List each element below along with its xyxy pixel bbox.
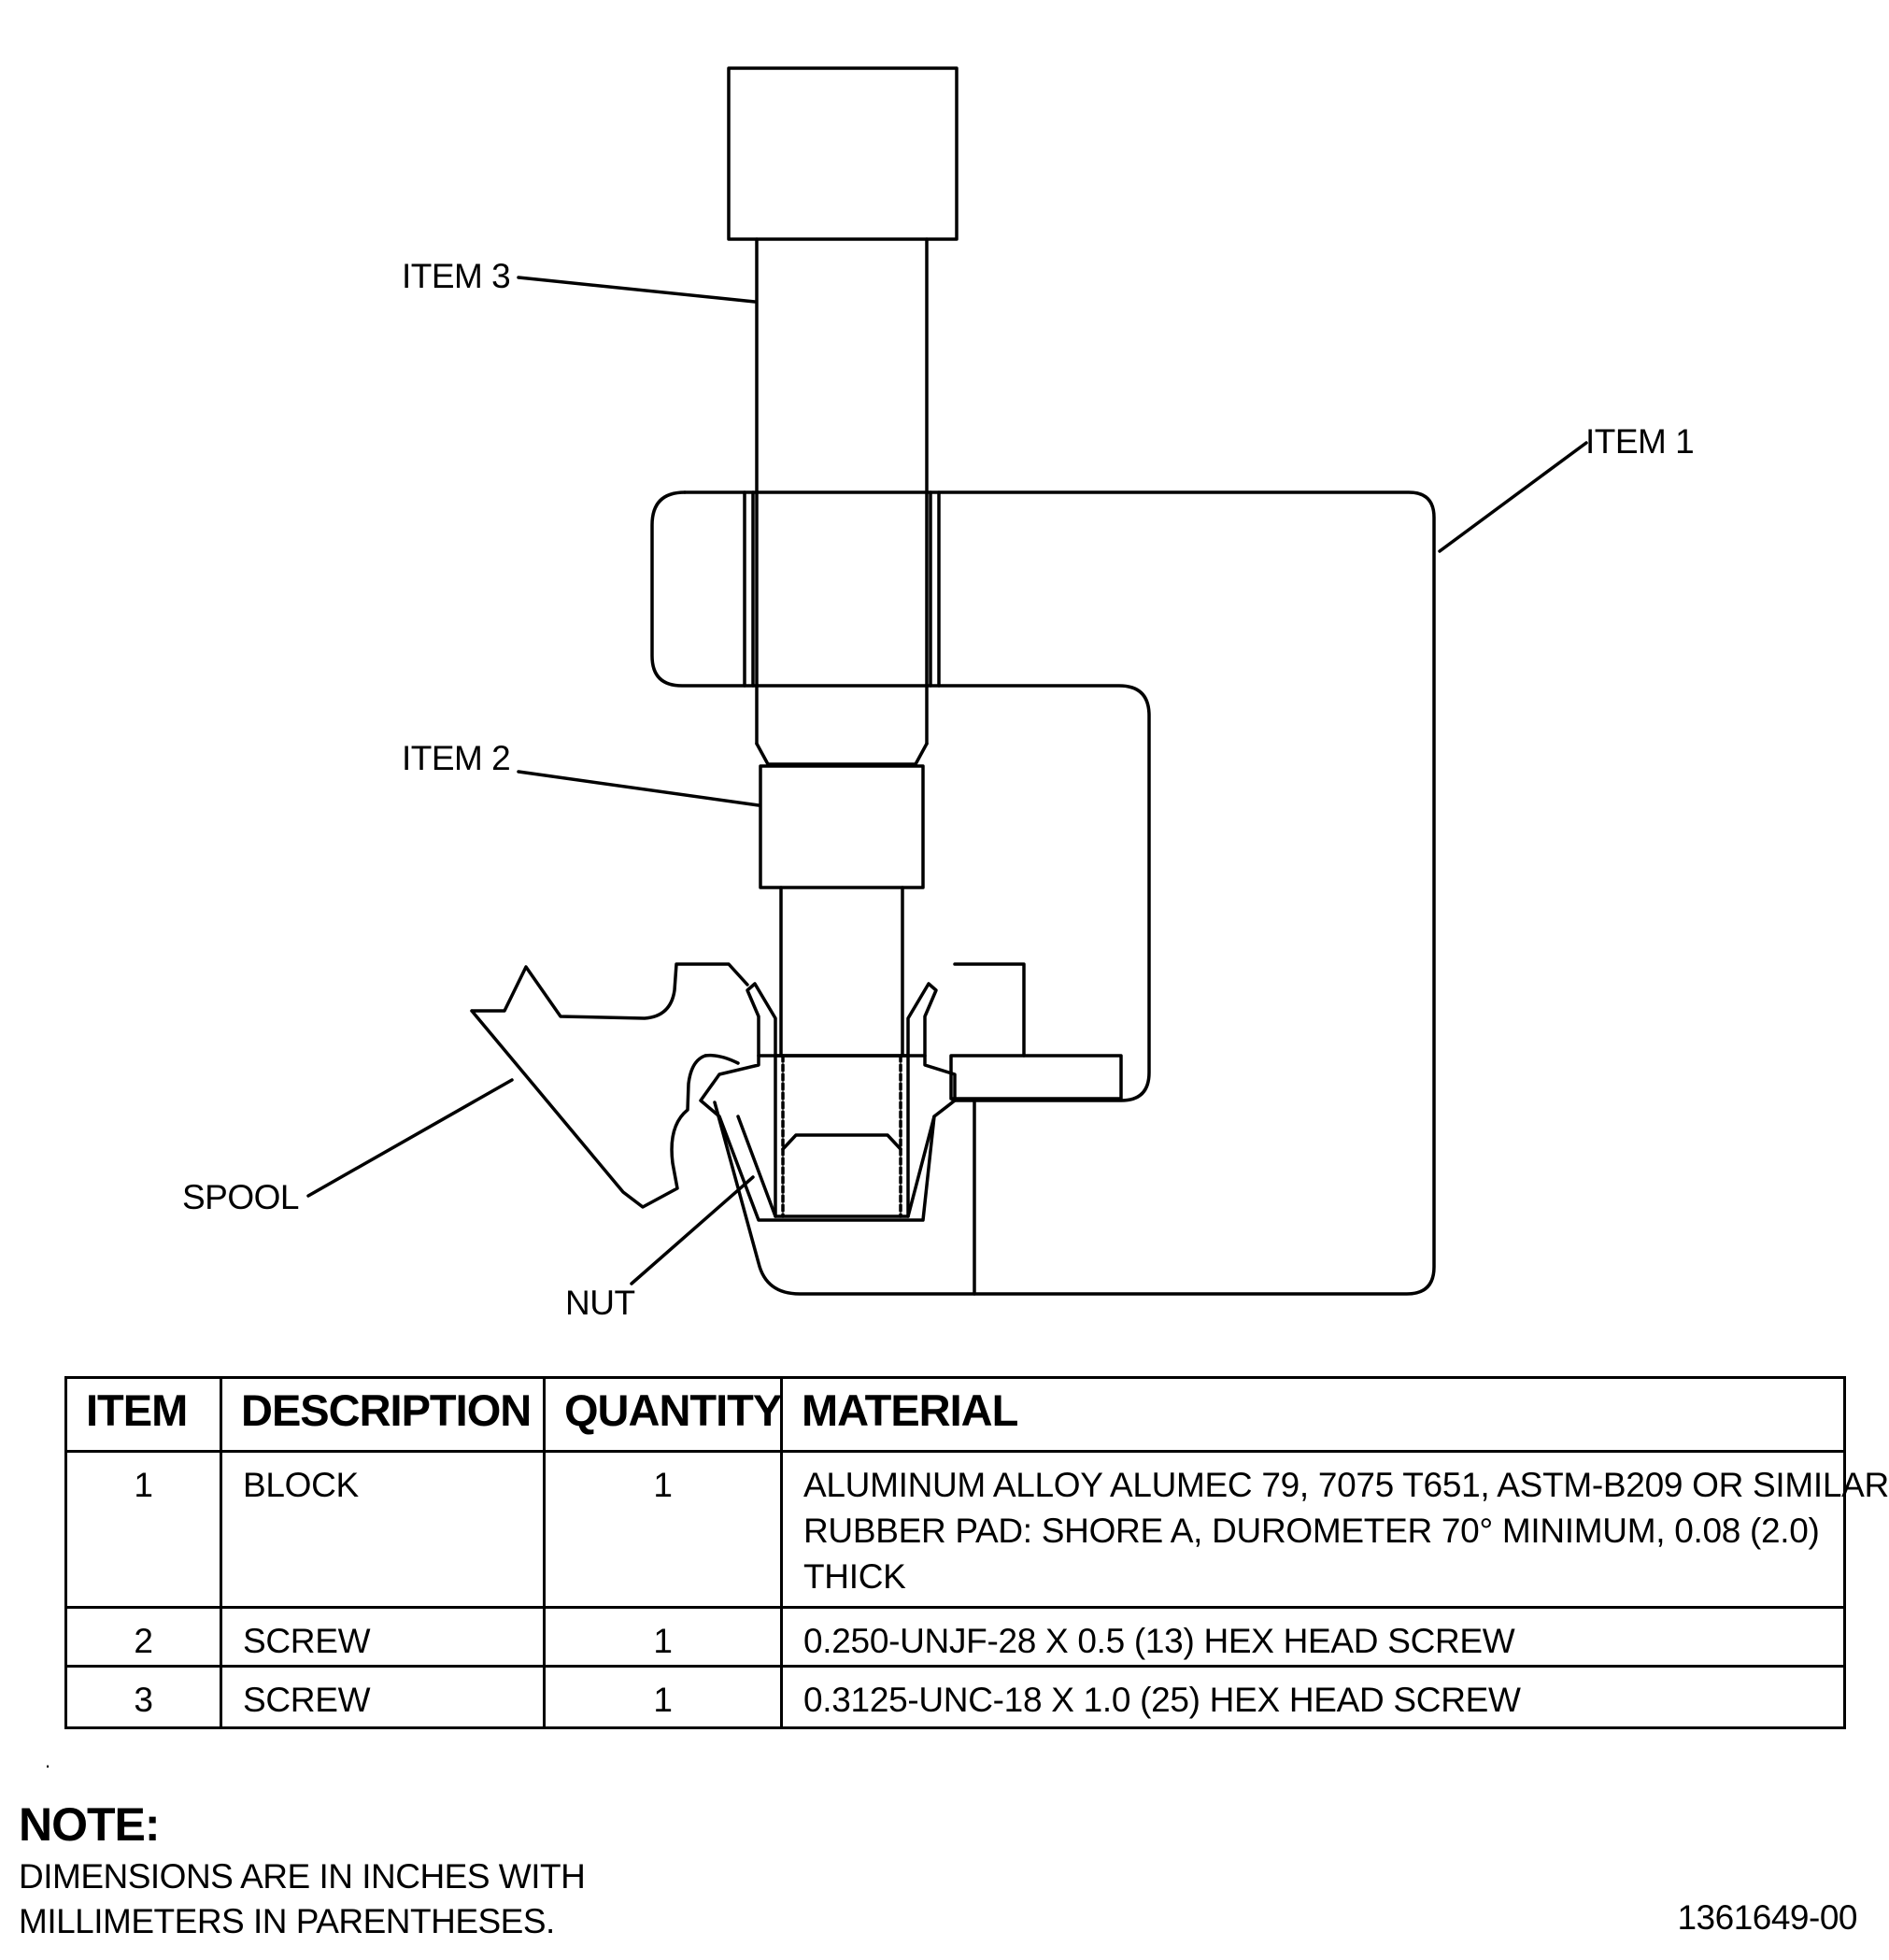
- cell-description: SCREW: [220, 1606, 546, 1668]
- callout-item-1: ITEM 1: [1585, 422, 1695, 461]
- header-quantity: QUANTITY: [543, 1376, 783, 1453]
- note-line: DIMENSIONS ARE IN INCHES WITH: [19, 1857, 586, 1896]
- callout-item-3: ITEM 3: [402, 257, 511, 295]
- cone-inner: [736, 1115, 936, 1218]
- assembly-drawing: [306, 66, 1588, 1296]
- block-step: [953, 962, 1026, 1058]
- cell-material: ALUMINUM ALLOY ALUMEC 79, 7075 T651, AST…: [780, 1450, 1889, 1609]
- callout-spool: SPOOL: [182, 1178, 300, 1216]
- cell-item: 1: [64, 1450, 222, 1609]
- parts-list-table: ITEM DESCRIPTION QUANTITY MATERIAL 1 BLO…: [64, 1376, 1889, 1729]
- leader-spool: [306, 1078, 514, 1198]
- spool-edge: [703, 1053, 740, 1065]
- screw-item-2-head: [759, 764, 925, 889]
- leader-item-2: [517, 770, 760, 807]
- screw-item-3-tip: [755, 742, 929, 766]
- table-header-row: ITEM DESCRIPTION QUANTITY MATERIAL: [64, 1376, 1846, 1453]
- drawing-number: 1361649-00: [1677, 1898, 1857, 1937]
- material-line: RUBBER PAD: SHORE A, DUROMETER 70° MINIM…: [803, 1512, 1820, 1550]
- table-row: 3 SCREW 1 0.3125-UNC-18 X 1.0 (25) HEX H…: [64, 1665, 1846, 1729]
- cell-quantity: 1: [543, 1665, 783, 1729]
- leader-item-1: [1438, 441, 1588, 553]
- leader-item-3: [517, 276, 757, 304]
- note-line: MILLIMETERS IN PARENTHESES.: [19, 1902, 555, 1940]
- cell-item: 3: [64, 1665, 222, 1729]
- block-inner-profile: [650, 490, 1151, 1102]
- collar-right: [906, 982, 938, 1058]
- material-line: 0.250-UNJF-28 X 0.5 (13) HEX HEAD SCREW: [803, 1622, 1515, 1660]
- cone-housing: [699, 1054, 957, 1222]
- spool: [470, 962, 749, 1209]
- material-line: ALUMINUM ALLOY ALUMEC 79, 7075 T651, AST…: [803, 1466, 1889, 1504]
- header-item: ITEM: [64, 1376, 222, 1453]
- table-row: 1 BLOCK 1 ALUMINUM ALLOY ALUMEC 79, 7075…: [64, 1450, 1889, 1609]
- leader-nut: [630, 1175, 755, 1285]
- callout-item-2: ITEM 2: [402, 739, 511, 777]
- cell-material: 0.3125-UNC-18 X 1.0 (25) HEX HEAD SCREW: [780, 1665, 1846, 1729]
- header-material: MATERIAL: [780, 1376, 1846, 1453]
- cell-description: SCREW: [220, 1665, 546, 1729]
- material-line: 0.3125-UNC-18 X 1.0 (25) HEX HEAD SCREW: [803, 1681, 1521, 1719]
- block-item-1: [683, 490, 1436, 1296]
- stray-dot: .: [45, 1749, 51, 1772]
- cell-quantity: 1: [543, 1450, 783, 1609]
- material-line: THICK: [803, 1557, 906, 1596]
- cell-quantity: 1: [543, 1606, 783, 1668]
- cell-description: BLOCK: [220, 1450, 546, 1609]
- rubber-pad: [949, 1054, 1123, 1101]
- header-description: DESCRIPTION: [220, 1376, 546, 1453]
- note-title: NOTE:: [19, 1798, 161, 1851]
- table-row: 2 SCREW 1 0.250-UNJF-28 X 0.5 (13) HEX H…: [64, 1606, 1846, 1668]
- collar-left: [746, 982, 777, 1058]
- nut-chamfer: [781, 1133, 902, 1151]
- cell-material: 0.250-UNJF-28 X 0.5 (13) HEX HEAD SCREW: [780, 1606, 1846, 1668]
- cell-item: 2: [64, 1606, 222, 1668]
- note-text: DIMENSIONS ARE IN INCHES WITH MILLIMETER…: [19, 1854, 586, 1944]
- screw-item-3-head: [727, 66, 959, 241]
- callout-nut: NUT: [565, 1284, 635, 1322]
